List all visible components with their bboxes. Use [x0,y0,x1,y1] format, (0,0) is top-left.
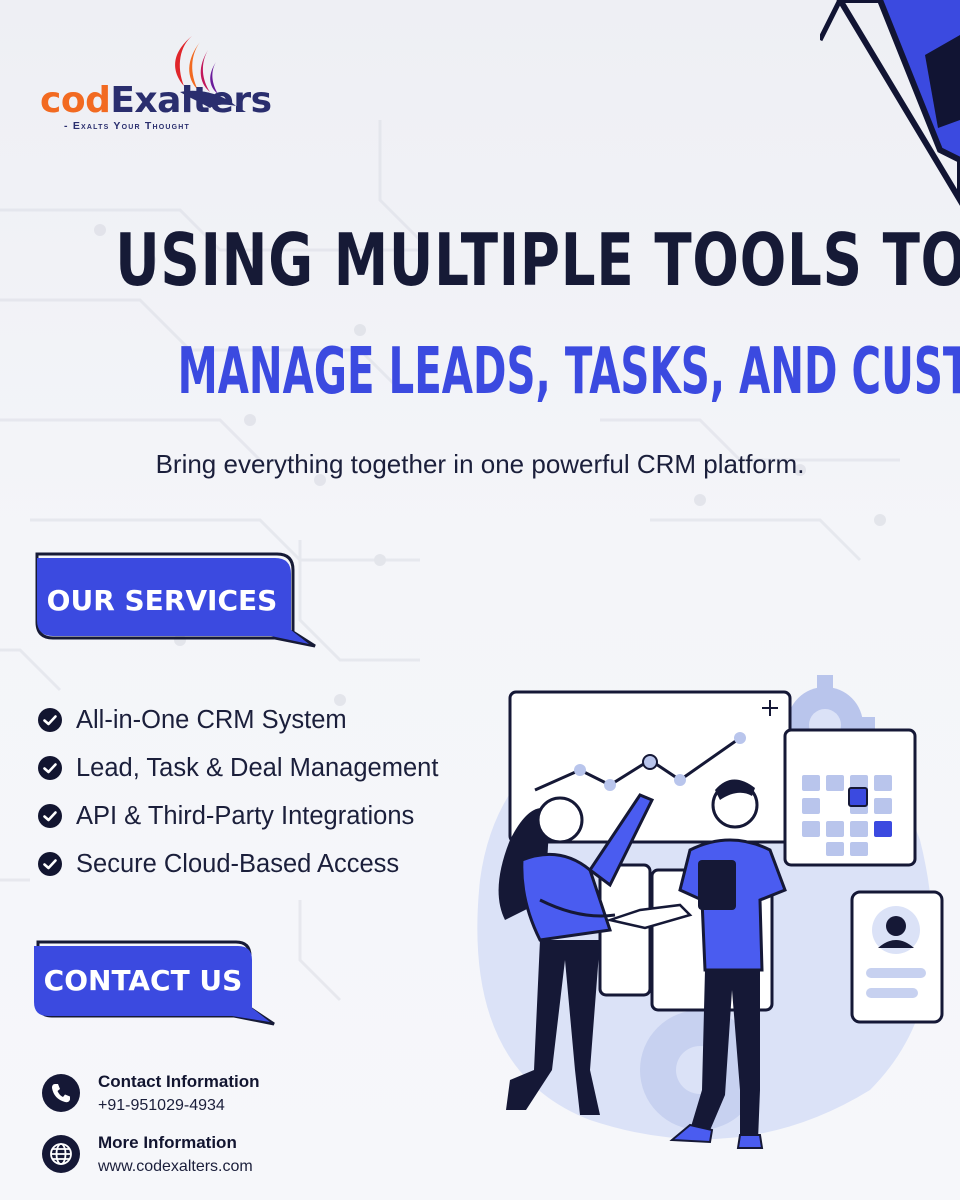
check-circle-icon [38,852,62,876]
more-info-title: More Information [98,1133,237,1152]
phone-icon [42,1074,80,1112]
service-item: Lead, Task & Deal Management [38,744,438,792]
speech-bubble-shape [35,552,316,648]
contact-info-title: Contact Information [98,1072,260,1091]
globe-icon [42,1135,80,1173]
check-circle-icon [38,804,62,828]
service-text: All-in-One CRM System [76,705,347,734]
services-list: All-in-One CRM System Lead, Task & Deal … [38,696,438,888]
corner-decoration [820,0,960,206]
check-circle-icon [38,756,62,780]
contact-us-label: CONTACT US [43,964,243,997]
service-text: API & Third-Party Integrations [76,801,415,830]
brand-wordmark: codExalters [40,83,272,119]
brand-tagline: - Exalts Your Thought [64,120,190,132]
phone-number[interactable]: +91-951029-4934 [98,1097,225,1114]
service-item: Secure Cloud-Based Access [38,840,438,888]
contact-web-row: More Information www.codexalters.com [42,1132,253,1178]
crm-team-illustration [477,675,944,1149]
brand-logo: codExalters - Exalts Your Thought [40,28,272,138]
our-services-label: OUR SERVICES [46,584,278,617]
website-link[interactable]: www.codexalters.com [98,1158,253,1175]
subtitle: Bring everything together in one powerfu… [155,449,805,479]
phoenix-logo-icon [175,36,246,112]
service-text: Lead, Task & Deal Management [76,753,439,782]
check-circle-icon [38,708,62,732]
contact-us-button[interactable]: CONTACT US [28,938,278,1028]
service-item: API & Third-Party Integrations [38,792,438,840]
service-text: Secure Cloud-Based Access [76,849,400,878]
brand-name-part1: cod [40,80,111,121]
service-item: All-in-One CRM System [38,696,438,744]
speech-bubble-shape [34,940,275,1026]
brand-name-part2: Exalters [110,80,272,121]
contact-phone-row: Contact Information +91-951029-4934 [42,1071,260,1117]
headline-line-2: MANAGE LEADS, TASKS, AND CUSTOMERS? [177,335,960,409]
headline-line-1: USING MULTIPLE TOOLS TO [115,218,960,302]
our-services-badge: OUR SERVICES [27,548,317,652]
